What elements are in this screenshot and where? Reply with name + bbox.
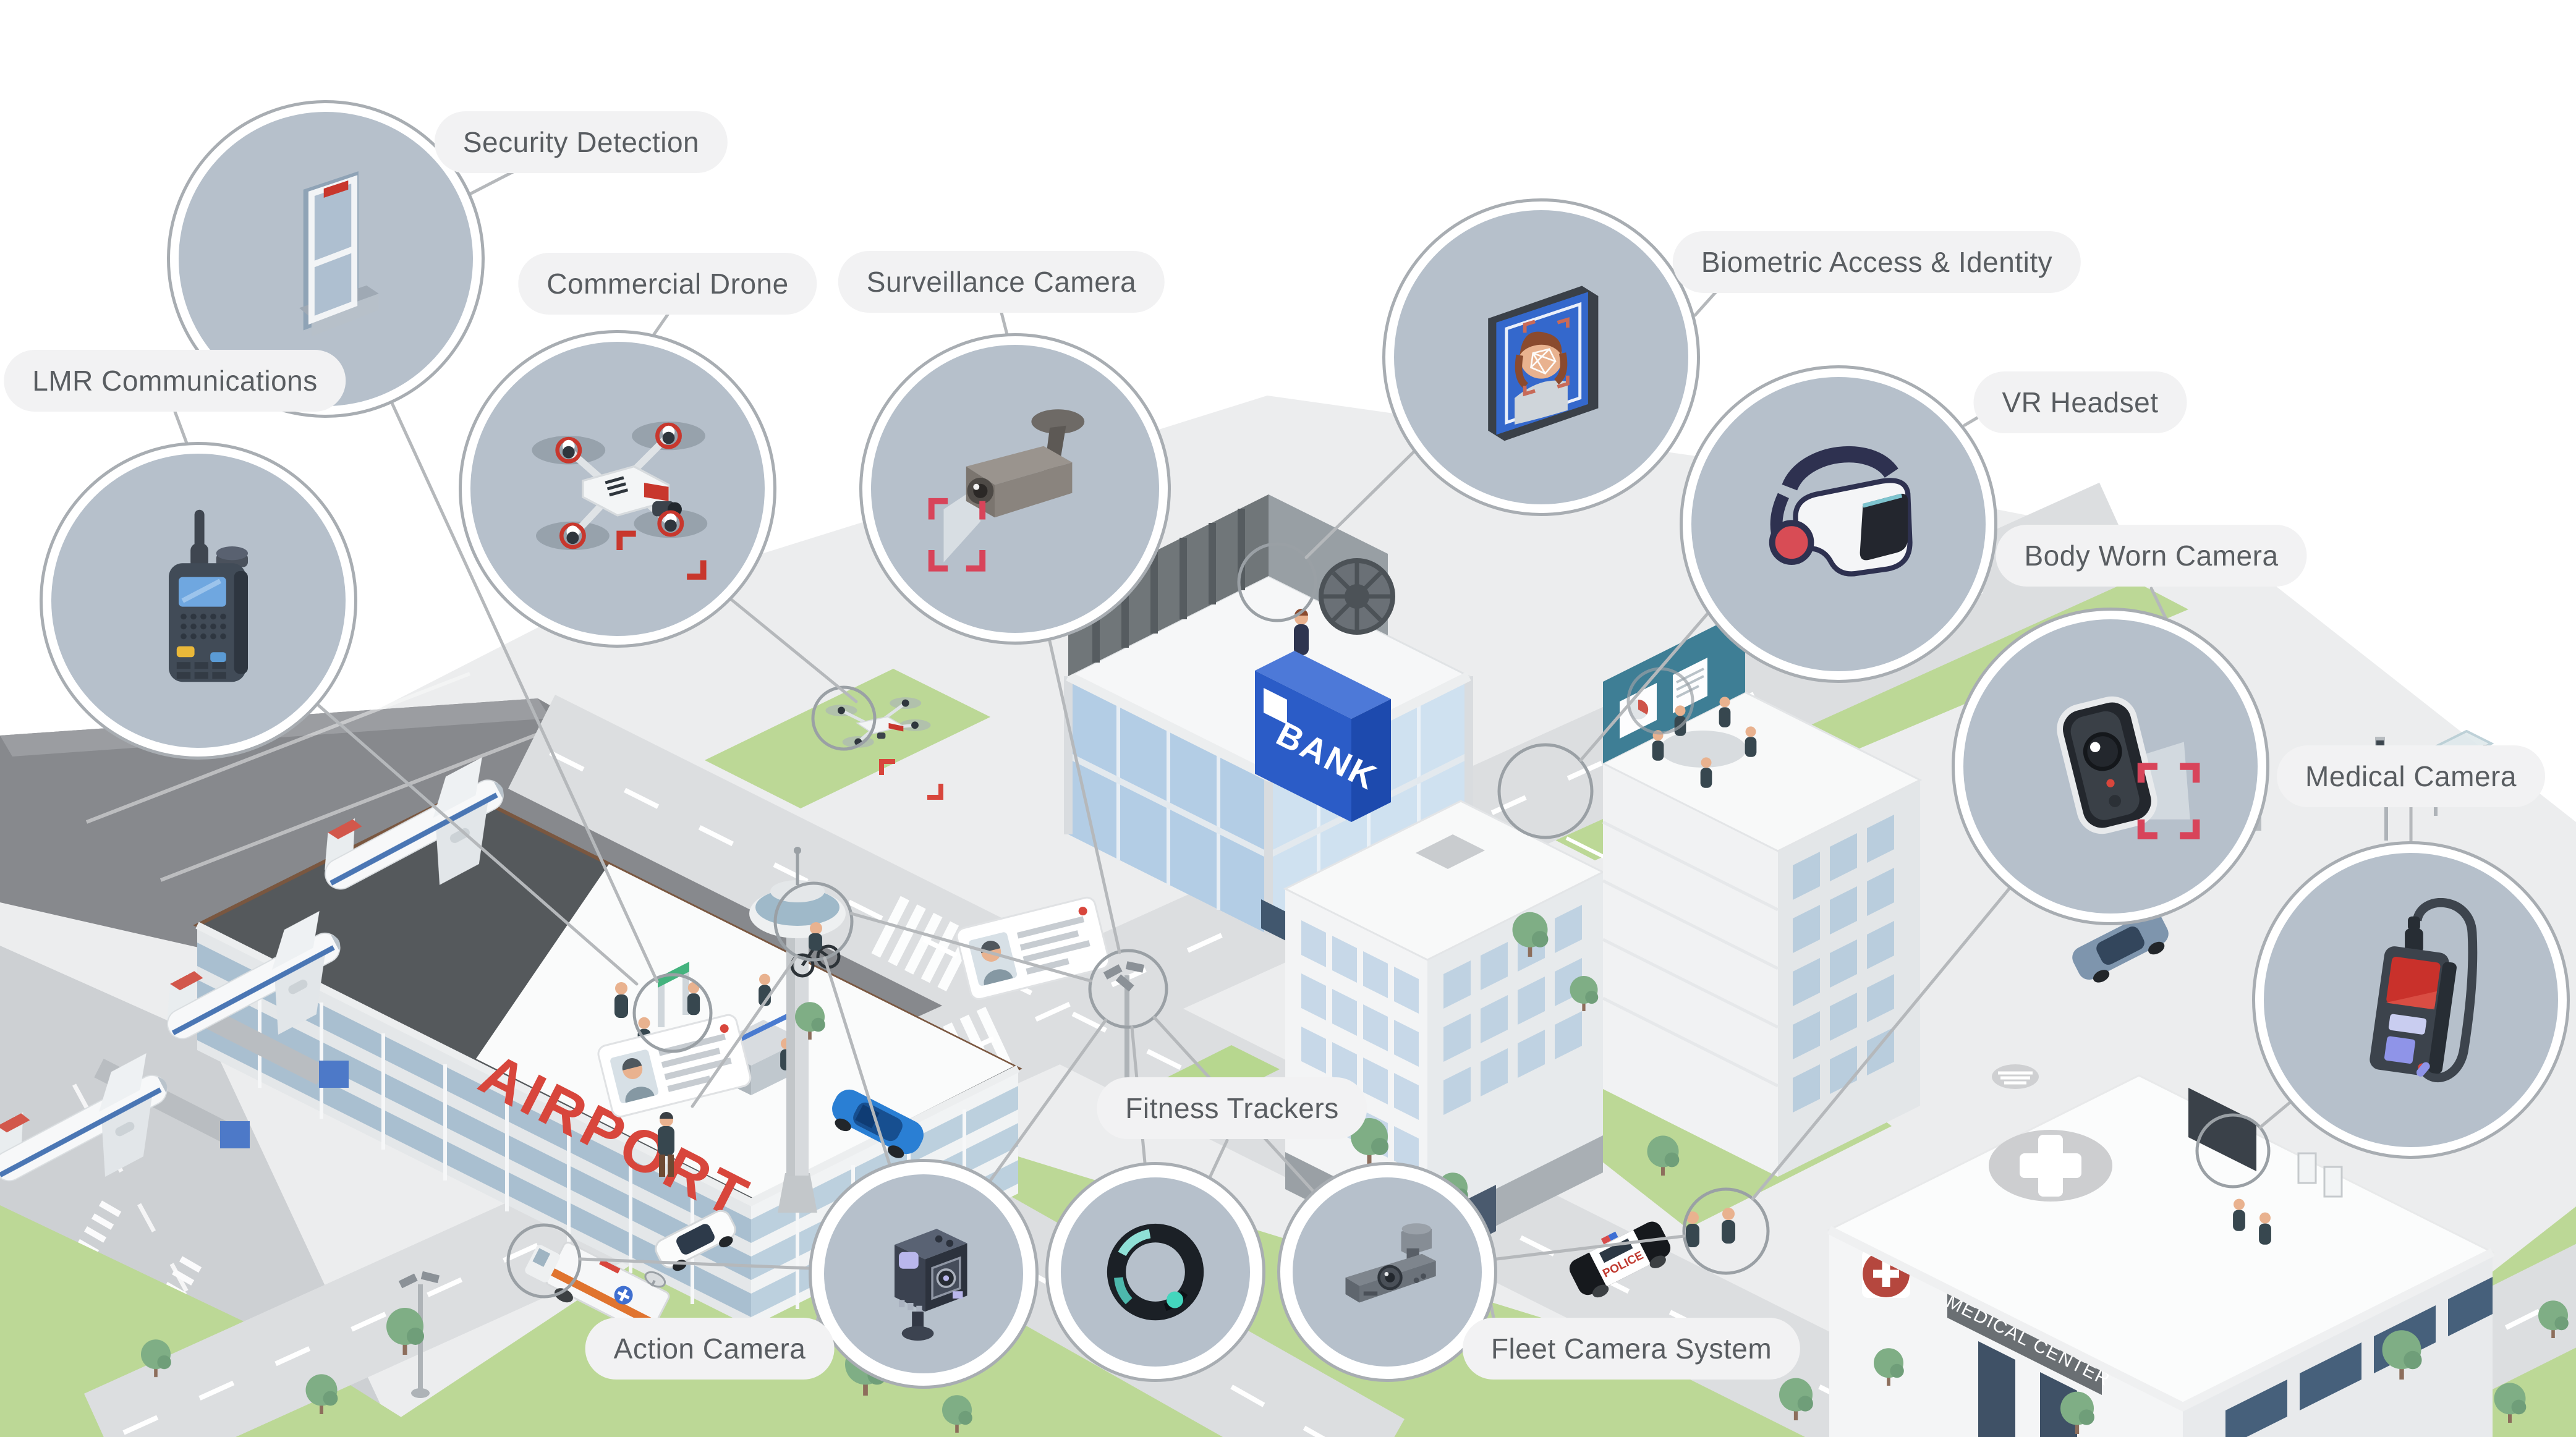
medical-monitor-ring (2195, 1113, 2271, 1189)
endoscope-icon (2370, 898, 2478, 1083)
medical-center: MEDICAL CENTER (1827, 1064, 2495, 1437)
callout-body-worn-camera (1952, 608, 2269, 925)
street-camera-pole (1103, 961, 1144, 1093)
control-tower (749, 847, 846, 1213)
action-camera-icon (895, 1229, 967, 1341)
checkpoint-ring (632, 973, 713, 1053)
label-medical-camera: Medical Camera (2277, 745, 2545, 807)
cctv-camera-icon (928, 409, 1085, 572)
smart-ring-icon (1107, 1223, 1204, 1321)
callout-commercial-drone (459, 330, 776, 648)
dash-camera-icon (1345, 1223, 1436, 1303)
sedan-with-plate (2072, 911, 2169, 983)
drone-scan-brackets (879, 759, 943, 800)
label-vr-headset: VR Headset (1973, 371, 2187, 433)
bank-phone-ring (1237, 542, 1317, 622)
callout-action-camera (809, 1159, 1039, 1389)
callout-biometric-access (1382, 198, 1700, 516)
white-hatchback (655, 1210, 736, 1271)
callout-fitness-trackers (1045, 1162, 1265, 1382)
ambulance-dish-ring (506, 1223, 582, 1299)
label-lmr-communications: LMR Communications (4, 350, 346, 412)
pedestrian (658, 1112, 674, 1177)
callout-lmr-communications (40, 442, 357, 760)
two-way-radio-icon (169, 509, 248, 682)
civilian (1722, 1208, 1735, 1244)
face-id-tablet-icon (1488, 286, 1599, 441)
drone-ring (811, 685, 877, 751)
label-fitness-trackers: Fitness Trackers (1097, 1077, 1367, 1139)
label-body-worn-camera: Body Worn Camera (1996, 525, 2307, 587)
body-camera-icon (2057, 696, 2200, 839)
cyclist-ring (773, 881, 854, 962)
bank-building: BANK ATM (1064, 494, 1473, 947)
callout-medical-camera (2252, 841, 2570, 1159)
meeting-room-ring (1497, 743, 1594, 839)
police-ring (1682, 1187, 1770, 1275)
scene-drone (825, 697, 931, 748)
camera-pole-ring (1088, 949, 1168, 1029)
label-surveillance-camera: Surveillance Camera (838, 251, 1165, 313)
callout-vr-headset (1680, 365, 1997, 683)
label-action-camera: Action Camera (585, 1318, 835, 1380)
label-biometric-access: Biometric Access & Identity (1672, 231, 2081, 293)
office-towers (1283, 611, 1923, 1260)
label-fleet-camera-system: Fleet Camera System (1462, 1318, 1801, 1380)
security-gate-icon (299, 171, 379, 337)
drone-icon (532, 422, 708, 580)
vr-headset-icon (1769, 446, 1913, 577)
callout-fleet-camera-system (1277, 1162, 1497, 1382)
label-security-detection: Security Detection (434, 111, 728, 173)
label-commercial-drone: Commercial Drone (518, 253, 817, 315)
ambulance (525, 1241, 670, 1336)
callout-surveillance-camera (859, 333, 1171, 645)
highlight-rings (506, 542, 2271, 1299)
